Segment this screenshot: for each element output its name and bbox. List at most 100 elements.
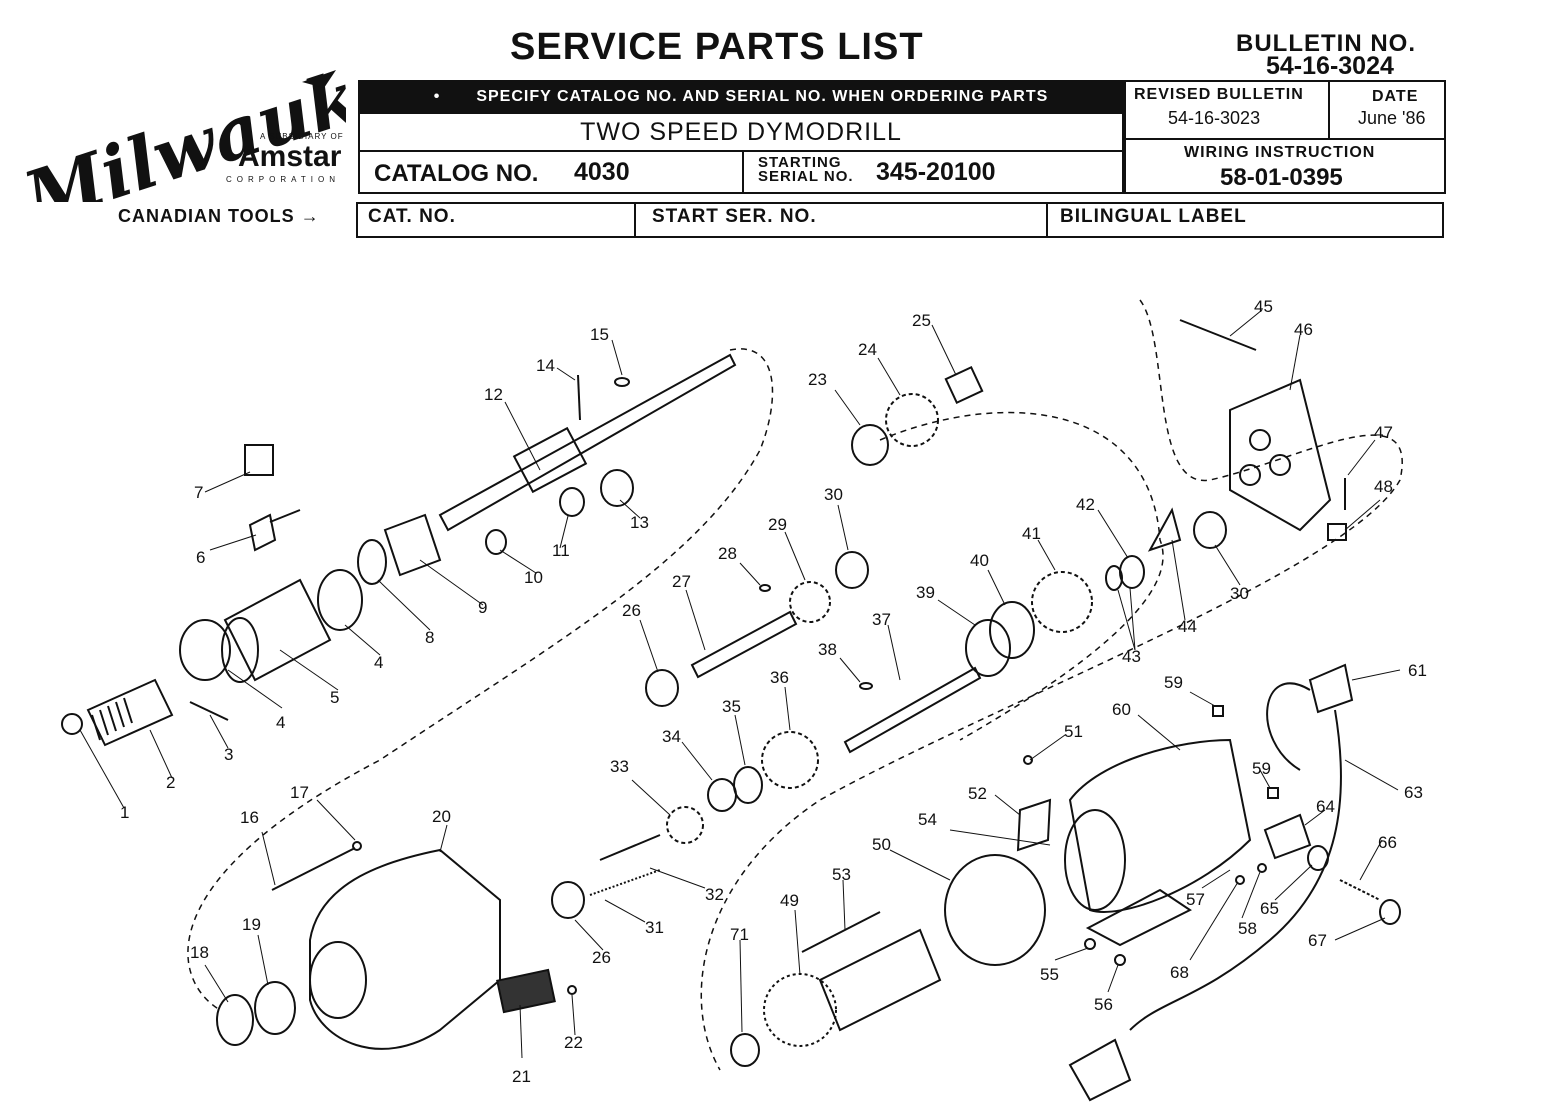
part-58-screw [1257,863,1267,873]
callout-38: 38 [818,640,837,659]
callout-29: 29 [768,515,787,534]
callout-68: 68 [1170,963,1189,982]
wiring-label: WIRING INSTRUCTION [1184,144,1376,161]
part-35-bearing [733,766,763,804]
callout-22: 22 [564,1033,583,1052]
order-note-bar: • SPECIFY CATALOG NO. AND SERIAL NO. WHE… [358,80,1124,114]
part-55-screw [1084,938,1096,950]
leader-lines [79,309,1401,1059]
part-22-screw [567,985,577,995]
armature [818,928,942,1032]
callout-12: 12 [484,385,503,404]
wiring-number: 58-01-0395 [1220,164,1343,191]
start-ser-label: START SER. NO. [652,206,817,227]
callout-59b: 59 [1252,759,1271,778]
part-11-ring [559,487,585,517]
callout-17: 17 [290,783,309,802]
part-37-shaft [843,666,982,754]
part-3-pin [189,701,229,721]
callout-60: 60 [1112,700,1131,719]
callout-14: 14 [536,356,555,375]
part-18-ring [216,994,254,1046]
callout-9: 9 [478,598,487,617]
callout-57: 57 [1186,890,1205,909]
part-27-shaft [690,610,798,679]
part-30-bearing-b [1193,511,1227,549]
part-17-washer [352,841,362,851]
part-61-wires [1266,682,1311,771]
catalog-row: CATALOG NO. 4030 STARTING SERIAL NO. 345… [358,152,1124,194]
part-14-pin [577,374,581,421]
part-10-ring [485,529,507,555]
part-33-gear [666,806,704,844]
canadian-tools-label: CANADIAN TOOLS → [118,206,320,227]
assembly-path-2 [700,299,1403,1071]
part-65-washer [1307,845,1329,871]
amstar-logo: Amstar [238,140,342,173]
callout-64: 64 [1316,797,1335,816]
callout-45: 45 [1254,297,1273,316]
callout-53: 53 [832,865,851,884]
part-67-nut [1379,899,1401,925]
callout-36: 36 [770,668,789,687]
callout-65: 65 [1260,899,1279,918]
part-8-seal [357,539,387,585]
serial-label: STARTING SERIAL NO. [758,155,854,185]
part-7-knob [244,444,274,476]
part-28-key [759,584,771,592]
part-50-field [944,854,1046,966]
part-43-washer [1105,565,1123,591]
callout-16: 16 [240,808,259,827]
canadian-tools-text: CANADIAN TOOLS [118,206,295,226]
part-56-screw [1114,954,1126,966]
part-9-sleeve [383,513,442,577]
callout-15: 15 [590,325,609,344]
part-60-motor-housing [1068,738,1252,913]
part-40-bearing [989,601,1035,659]
part-31-spring [589,869,661,896]
serial-label-line2: SERIAL NO. [758,168,854,185]
part-16-screw [271,847,356,891]
part-49-fan [763,973,837,1047]
callout-18: 18 [190,943,209,962]
catalog-divider [742,152,744,192]
callout-52: 52 [968,784,987,803]
assembly-path-1 [187,348,774,1011]
callout-1: 1 [120,803,129,822]
callout-55: 55 [1040,965,1059,984]
arrow-right-icon: → [300,206,320,226]
callout-5: 5 [330,688,339,707]
milwaukee-logo: Milwaukee [11,52,346,202]
part-25-bushing [944,365,984,405]
callout-24: 24 [858,340,877,359]
callout-49: 49 [780,891,799,910]
part-19-bearing [254,981,296,1035]
callout-11: 11 [552,541,570,560]
part-41-gear [1031,571,1093,633]
power-plug [1068,1038,1132,1102]
revised-number: 54-16-3023 [1168,108,1261,128]
part-26-bearing [645,669,679,707]
callout-35: 35 [722,697,741,716]
callout-56: 56 [1094,995,1113,1014]
callout-6: 6 [196,548,205,567]
part-39-washer [965,619,1011,677]
revised-label: REVISED BULLETIN [1134,86,1304,103]
can-divider-1 [634,204,636,236]
callout-10: 10 [524,568,543,587]
callout-47: 47 [1374,423,1393,442]
callout-54: 54 [918,810,937,829]
subsidiary-note: A SUBSIDIARY OF [260,132,344,141]
exploded-parts-diagram: 1 2 3 4 4 5 6 7 8 9 10 11 12 13 14 15 16… [61,297,1427,1102]
callout-20: 20 [432,807,451,826]
part-53-screw [801,911,881,953]
callout-51: 51 [1064,722,1083,741]
part-5-tube [223,578,332,682]
callout-63: 63 [1404,783,1423,802]
callout-4b: 4 [374,653,383,672]
callout-61: 61 [1408,661,1427,680]
part-6-valve [248,509,301,552]
callout-33: 33 [610,757,629,776]
part-64-strain-relief [1263,813,1312,860]
part-45-strip [1179,319,1257,351]
